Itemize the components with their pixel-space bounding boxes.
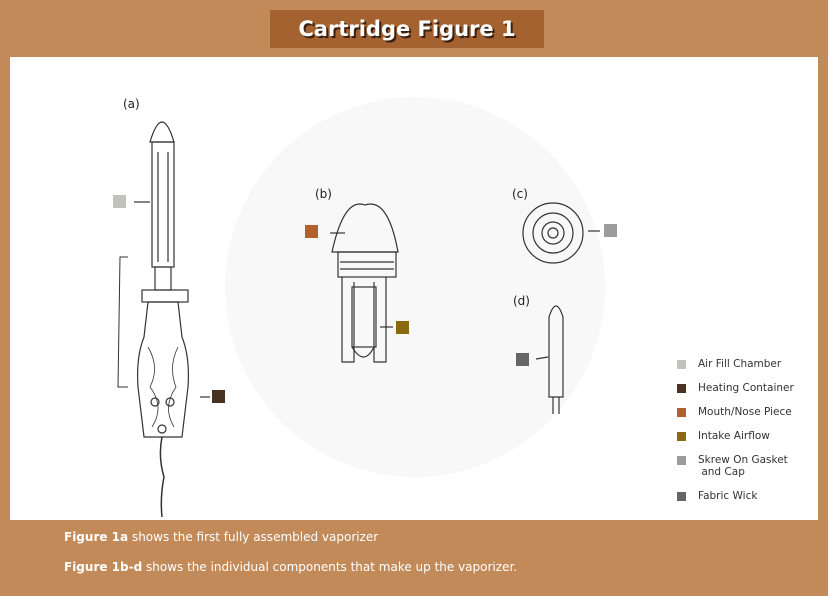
legend-label: Intake Airflow: [698, 430, 770, 442]
diagram-panel: (a) (b) (c) (d): [10, 57, 818, 520]
swatch-icon: [677, 432, 686, 441]
drawing-1d: [535, 305, 564, 414]
callout-gasket-cap: [604, 224, 617, 237]
drawing-1a: [117, 121, 210, 518]
caption-1a: Figure 1a shows the first fully assemble…: [64, 530, 378, 544]
label-1c: (c): [512, 187, 528, 201]
caption-text: shows the individual components that mak…: [142, 560, 518, 574]
legend-item: Fabric Wick: [677, 490, 794, 502]
legend-item: Intake Airflow: [677, 430, 794, 442]
swatch-icon: [677, 456, 686, 465]
legend-item: Air Fill Chamber: [677, 358, 794, 370]
callout-air-fill-chamber: [113, 195, 126, 208]
callout-intake-airflow: [396, 321, 409, 334]
swatch-icon: [677, 408, 686, 417]
callout-heating-container: [212, 390, 225, 403]
legend-label: Fabric Wick: [698, 490, 758, 502]
callout-mouth-nose-piece: [305, 225, 318, 238]
callout-fabric-wick: [516, 353, 529, 366]
label-1a: (a): [123, 97, 140, 111]
legend: Air Fill Chamber Heating Container Mouth…: [677, 358, 794, 514]
caption-1b-d: Figure 1b-d shows the individual compone…: [64, 560, 517, 574]
legend-label: Mouth/Nose Piece: [698, 406, 792, 418]
caption-text: shows the first fully assembled vaporize…: [128, 530, 379, 544]
title-banner: Cartridge Figure 1: [270, 10, 544, 48]
patent-drawings: [117, 97, 605, 518]
legend-label: Air Fill Chamber: [698, 358, 782, 370]
swatch-icon: [677, 360, 686, 369]
label-1d: (d): [513, 294, 530, 308]
swatch-icon: [677, 384, 686, 393]
label-1b: (b): [315, 187, 332, 201]
swatch-icon: [677, 492, 686, 501]
legend-item: Heating Container: [677, 382, 794, 394]
drawing-1c: [522, 202, 600, 264]
page-title: Cartridge Figure 1: [298, 17, 516, 41]
legend-item: Mouth/Nose Piece: [677, 406, 794, 418]
watermark-logo: [225, 97, 605, 477]
caption-bold: Figure 1a: [64, 530, 129, 544]
legend-item: Skrew On Gasket and Cap: [677, 454, 794, 478]
legend-label: Skrew On Gasket and Cap: [698, 454, 788, 478]
caption-bold: Figure 1b-d: [64, 560, 143, 574]
drawing-1b: [330, 203, 399, 363]
legend-label: Heating Container: [698, 382, 794, 394]
